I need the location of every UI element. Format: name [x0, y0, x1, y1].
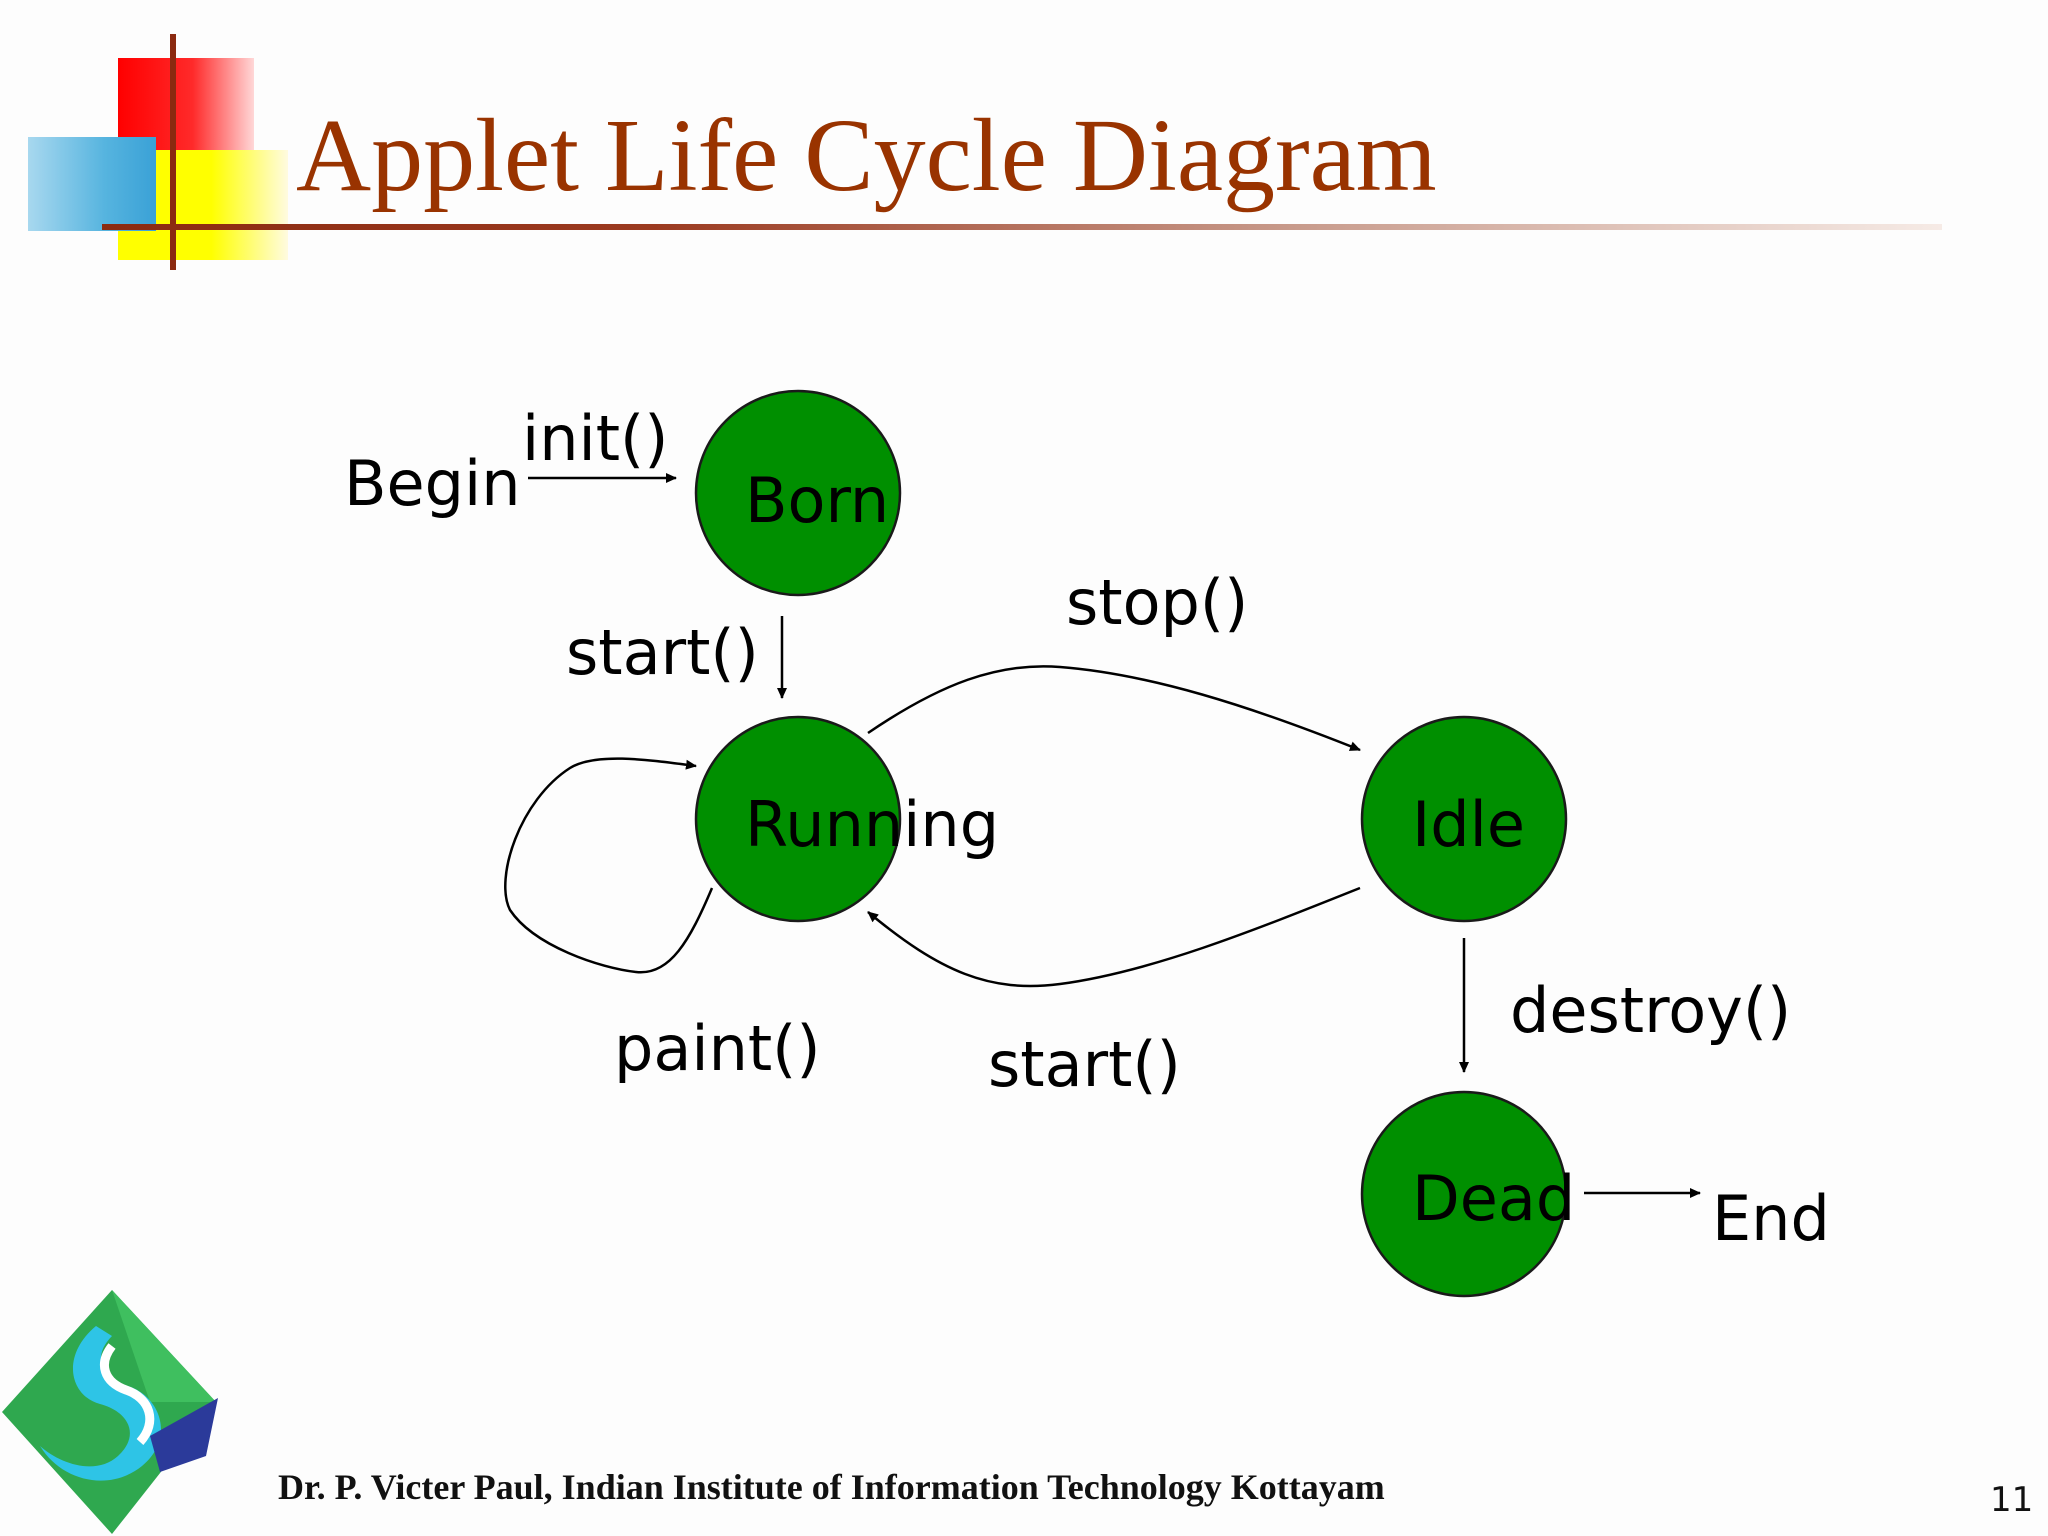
state-idle-circle	[1360, 715, 1568, 923]
transition-paint-label: paint()	[614, 1012, 821, 1085]
slide-title: Applet Life Cycle Diagram	[296, 98, 1437, 213]
state-running-label: Running	[745, 788, 999, 861]
transition-stop-label: stop()	[1066, 566, 1248, 639]
state-born-label: Born	[745, 464, 889, 537]
title-decoration-blue-block	[28, 137, 156, 231]
arrow-running-to-idle	[867, 665, 1361, 752]
terminal-end-label: End	[1712, 1182, 1830, 1255]
state-born-circle	[694, 389, 902, 597]
institute-logo	[2, 1290, 218, 1534]
title-decoration-vertical-rule	[170, 34, 176, 270]
state-running-circle	[694, 715, 902, 923]
title-underline-rule	[102, 224, 1942, 230]
transition-start-born-running-label: start()	[566, 616, 759, 689]
page-number: 11	[1990, 1480, 2034, 1520]
state-dead-circle	[1360, 1090, 1568, 1298]
transition-init-label: init()	[522, 402, 668, 475]
state-idle-label: Idle	[1412, 788, 1525, 861]
footer-credit: Dr. P. Victer Paul, Indian Institute of …	[278, 1467, 1385, 1507]
arrow-paint-self-loop	[504, 757, 714, 974]
transition-destroy-label: destroy()	[1510, 974, 1791, 1047]
terminal-begin-label: Begin	[344, 447, 521, 520]
transition-start-idle-running-label: start()	[988, 1028, 1181, 1101]
state-dead-label: Dead	[1412, 1162, 1575, 1235]
arrow-idle-to-running	[867, 886, 1361, 988]
